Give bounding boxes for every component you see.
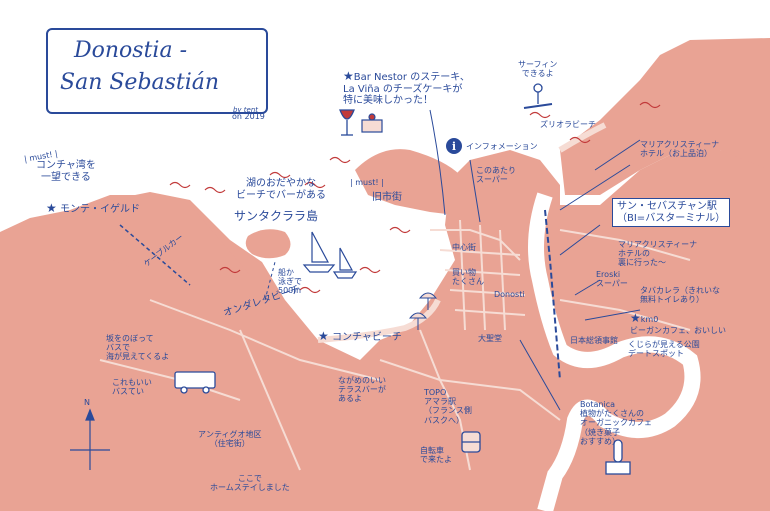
title-byline: by tent (232, 106, 258, 114)
cathedral-label: 大聖堂 (478, 334, 502, 343)
concha-beach-label: ★ コンチャビーチ (318, 329, 402, 344)
sailboat-icon (302, 231, 358, 279)
maria-hotel-label: マリアクリスティーナ ホテル（お上品泊） (640, 140, 720, 159)
title-line-1: Donostia - (74, 38, 188, 63)
park-note: くじらが見える公園 デートスポット (628, 340, 700, 359)
monte-igueldo-label: ★ モンテ・イゲルド (46, 201, 140, 216)
concha-beach-shape (317, 298, 441, 343)
city-streets (99, 219, 691, 471)
santa-clara-island (245, 229, 291, 259)
land-east (560, 38, 770, 195)
santa-clara-note: 湖のおだやかな ビーチでバーがある (236, 178, 326, 201)
tabakalera-label: タバカレラ（きれいな 無料トイレあり） (640, 286, 720, 305)
botanica-label: Botanica 植物がたくさんの オーガニックカフェ （焼き菓子 おすすめ） (580, 400, 652, 446)
land-urgull (355, 149, 460, 215)
kmo-text: km0 ビーガンカフェ、おいしい (630, 315, 726, 335)
surfer-icon (523, 83, 553, 109)
cake-icon (361, 113, 383, 133)
map-title: Donostia - San Sebastián by tent (46, 28, 268, 114)
date-label: on 2019 (232, 112, 265, 121)
zurriola-beach-shape (558, 122, 607, 153)
mirador-note: コンチャ湾を 一望できる (36, 160, 96, 183)
compass-icon (70, 408, 110, 470)
homestay-note: ここで ホームステイしました (210, 474, 290, 493)
must-badge-2: | must! | (350, 178, 384, 187)
bus-icon (174, 371, 216, 394)
eroski-label: Eroski スーパー (596, 270, 628, 289)
star-icon: ★ (46, 201, 57, 215)
star-icon: ★ (318, 329, 329, 343)
wine-glass-icon (339, 109, 355, 136)
leader-lines (429, 109, 641, 411)
kmo-label: ★km0 ビーガンカフェ、おいしい (630, 311, 726, 335)
info-label: インフォメーション (466, 142, 538, 151)
bar-nestor-note: ★Bar Nestor のステーキ、 La Viña のチーズケーキが 特に美味… (343, 69, 470, 107)
antiguo-label: アンティグオ地区 （住宅街） (198, 430, 262, 449)
slope-note: 坂をのぼって バスで 海が見えてくるよ (106, 334, 170, 362)
shopping-note: 買い物 たくさん (452, 268, 484, 287)
bar-nestor-text: Bar Nestor のステーキ、 La Viña のチーズケーキが 特に美味し… (343, 72, 470, 107)
train-icon (461, 431, 481, 453)
concha-beach-text: コンチャビーチ (331, 332, 402, 343)
star-icon: ★ (343, 69, 354, 83)
bus-station-label: サン・セバスチャン駅 （BI=バスターミナル） (612, 198, 731, 227)
santa-clara-label: サンタクララ島 (234, 209, 319, 223)
sea-waves (169, 101, 661, 294)
title-line-2: San Sebastián (60, 70, 220, 95)
railway (544, 209, 561, 381)
info-icon: i (446, 138, 462, 154)
topo-label: TOPO アマラ駅 （フランス側 バスクへ） (424, 388, 472, 425)
monte-igueldo-text: モンテ・イゲルド (59, 204, 140, 215)
star-icon: ★ (630, 311, 641, 325)
parasol-icon (408, 292, 438, 330)
zurriola-label: ズリオラビーチ (540, 120, 596, 129)
center-label: 中心街 (452, 243, 476, 252)
old-town-label: 旧市街 (372, 192, 402, 203)
boat-note: 船か 泳ぎで 500m (278, 268, 302, 296)
cactus-icon (605, 439, 631, 475)
north-label: N (84, 398, 90, 407)
donosti-label: Donosti (494, 290, 525, 299)
land-igueldo (0, 195, 275, 320)
funicular-line (119, 224, 191, 286)
river-urumea (528, 192, 701, 511)
info-note: このあたり スーパー (476, 166, 516, 185)
bus-stop-note: これもいい バスてい (112, 378, 152, 397)
swim-route (264, 261, 276, 301)
terrace-note: ながめのいい テラスバーが あるよ (338, 376, 386, 404)
cycling-note: 自転車 で来たよ (420, 446, 452, 465)
svg-text:i: i (452, 140, 456, 153)
maria-note: マリアクリスティーナ ホテルの 裏に行った～ (618, 240, 698, 268)
consulate-label: 日本総領事館 (570, 336, 618, 345)
surf-note: サーフィン できるよ (518, 60, 558, 79)
